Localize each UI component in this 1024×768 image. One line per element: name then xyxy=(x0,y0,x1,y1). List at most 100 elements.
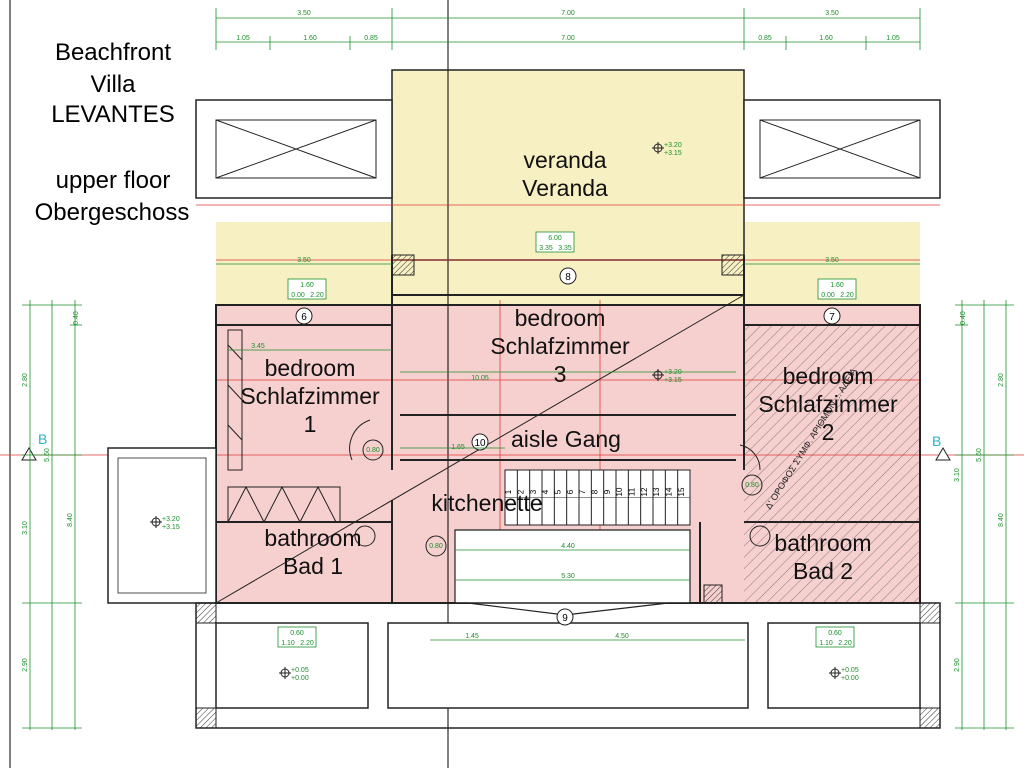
dim-veranda-sub1: 3.35 xyxy=(539,245,553,252)
dim-left-box-sub2: 2.20 xyxy=(310,292,324,299)
bedroom3-label: bedroom Schlafzimmer 3 xyxy=(470,304,650,388)
bathroom1-label-2: Bad 1 xyxy=(282,553,344,579)
section-right: B xyxy=(932,433,941,449)
dim-bottom-1: 1.45 xyxy=(465,633,479,640)
interior-dim-lines xyxy=(216,263,920,641)
stair-step-number: 2 xyxy=(517,489,526,494)
title-line-3: LEVANTES xyxy=(51,101,175,128)
right-vert-4: 3.10 xyxy=(954,468,961,482)
stair-step-number: 10 xyxy=(615,487,624,496)
axis-6: 6 xyxy=(301,312,307,323)
dim-kitchen-width: 4.40 xyxy=(561,543,575,550)
left-vert-1: 0.40 xyxy=(73,311,80,325)
stair-step-number: 4 xyxy=(541,489,550,494)
dim-veranda-width: 6.00 xyxy=(548,235,562,242)
stair-step-number: 5 xyxy=(554,489,563,494)
right-vert-1: 0.40 xyxy=(960,311,967,325)
stair-step-number: 12 xyxy=(640,487,649,496)
bathroom2-label-1: bathroom xyxy=(774,530,872,556)
door-label-3: 0.80 xyxy=(745,482,759,489)
door-label-2: 0.80 xyxy=(429,543,443,550)
title-line-2: Villa xyxy=(90,71,136,98)
top-dimensions xyxy=(215,8,921,50)
bedroom2-label: bedroom Schlafzimmer 2 xyxy=(738,362,918,446)
level-veranda-bottom: +3.15 xyxy=(664,150,682,157)
dim-top-1: 3.50 xyxy=(297,10,311,17)
title-line-5: Obergeschoss xyxy=(34,199,190,226)
right-vert-6: 2.90 xyxy=(954,658,961,672)
veranda-zone xyxy=(392,70,744,305)
left-vert-5: 8.40 xyxy=(67,513,74,527)
dim-top2-1: 1.05 xyxy=(236,35,250,42)
dim-veranda-right: 3.50 xyxy=(825,257,839,264)
bedroom1-label: bedroom Schlafzimmer 1 xyxy=(220,354,400,438)
stair-step-number: 9 xyxy=(603,489,612,494)
bedroom1-label-2: Schlafzimmer xyxy=(240,383,380,409)
title-line-4: upper floor xyxy=(55,167,171,194)
level-bottom-left-top: +0.05 xyxy=(291,667,309,674)
bedroom2-label-3: 2 xyxy=(821,419,835,445)
dim-right-box: 1.60 xyxy=(830,282,844,289)
dim-right-box-sub1: 0.00 xyxy=(821,292,835,299)
bedroom1-label-3: 1 xyxy=(303,411,317,437)
veranda-label-2: Veranda xyxy=(522,175,608,201)
section-markers: B B xyxy=(21,431,951,461)
dim-top2-7: 1.05 xyxy=(886,35,900,42)
axis-7: 7 xyxy=(829,312,835,323)
left-vert-6: 2.90 xyxy=(22,658,29,672)
stair-step-number: 8 xyxy=(591,489,600,494)
level-bottom-left-bottom: +0.00 xyxy=(291,675,309,682)
dim-right-box-sub2: 2.20 xyxy=(840,292,854,299)
bedroom1-label-1: bedroom xyxy=(264,355,356,381)
stair-step-number: 7 xyxy=(578,489,587,494)
right-vert-3: 5.60 xyxy=(976,448,983,462)
dim-bottom-right-sub1: 1.10 xyxy=(819,640,833,647)
dim-top2-5: 0.85 xyxy=(758,35,772,42)
axis-8: 8 xyxy=(565,272,571,283)
bathroom1-label-1: bathroom xyxy=(264,525,362,551)
dim-bottom-left-sub1: 1.10 xyxy=(281,640,295,647)
wardrobe-left xyxy=(227,329,243,471)
bathroom1-label: bathroom Bad 1 xyxy=(248,524,378,580)
veranda-label-1: veranda xyxy=(523,147,607,173)
stair-step-number: 13 xyxy=(652,487,661,496)
doors xyxy=(349,419,771,557)
dim-bottom-2: 4.50 xyxy=(615,633,629,640)
dim-top2-4: 7.00 xyxy=(561,35,575,42)
dim-kitchen-width2: 5.30 xyxy=(561,573,575,580)
stair-step-number: 15 xyxy=(677,487,686,496)
stair-step-number: 3 xyxy=(529,489,538,494)
aisle-label: aisle Gang xyxy=(511,426,621,452)
level-markers: +3.20 +3.15 +3.20 +3.15 +3.20 +3.15 +0.0… xyxy=(150,142,859,682)
dim-corridor: 1.65 xyxy=(451,444,465,451)
stair-step-number: 6 xyxy=(566,489,575,494)
dim-top2-6: 1.60 xyxy=(819,35,833,42)
left-balcony xyxy=(107,447,217,604)
bathroom2-label-2: Bad 2 xyxy=(792,558,854,584)
dim-left-box: 1.60 xyxy=(300,282,314,289)
right-vert-2: 2.80 xyxy=(998,373,1005,387)
level-bed3-top: +3.20 xyxy=(664,369,682,376)
dim-veranda-sub2: 3.35 xyxy=(558,245,572,252)
level-bed3-bottom: +3.15 xyxy=(664,377,682,384)
dim-bottom-right-box: 0.60 xyxy=(828,630,842,637)
left-vertical-dims xyxy=(22,300,82,730)
section-left: B xyxy=(38,431,47,447)
title-line-1: Beachfront xyxy=(54,39,172,66)
axis-markers: 8 6 7 10 9 xyxy=(295,267,841,626)
bedroom3-label-2: Schlafzimmer xyxy=(490,333,630,359)
wardrobe-1 xyxy=(227,485,341,524)
left-vert-2: 2.80 xyxy=(22,373,29,387)
dim-bottom-left-sub2: 2.20 xyxy=(300,640,314,647)
dim-bed1-width: 3.45 xyxy=(251,343,265,350)
level-bottom-right-top: +0.05 xyxy=(841,667,859,674)
bedroom2-hatch xyxy=(744,325,920,603)
dim-top2-3: 0.85 xyxy=(364,35,378,42)
axis-10: 10 xyxy=(474,438,486,449)
columns xyxy=(195,254,941,729)
right-void xyxy=(743,99,941,199)
level-bottom-right-bottom: +0.00 xyxy=(841,675,859,682)
axis-9: 9 xyxy=(562,613,568,624)
